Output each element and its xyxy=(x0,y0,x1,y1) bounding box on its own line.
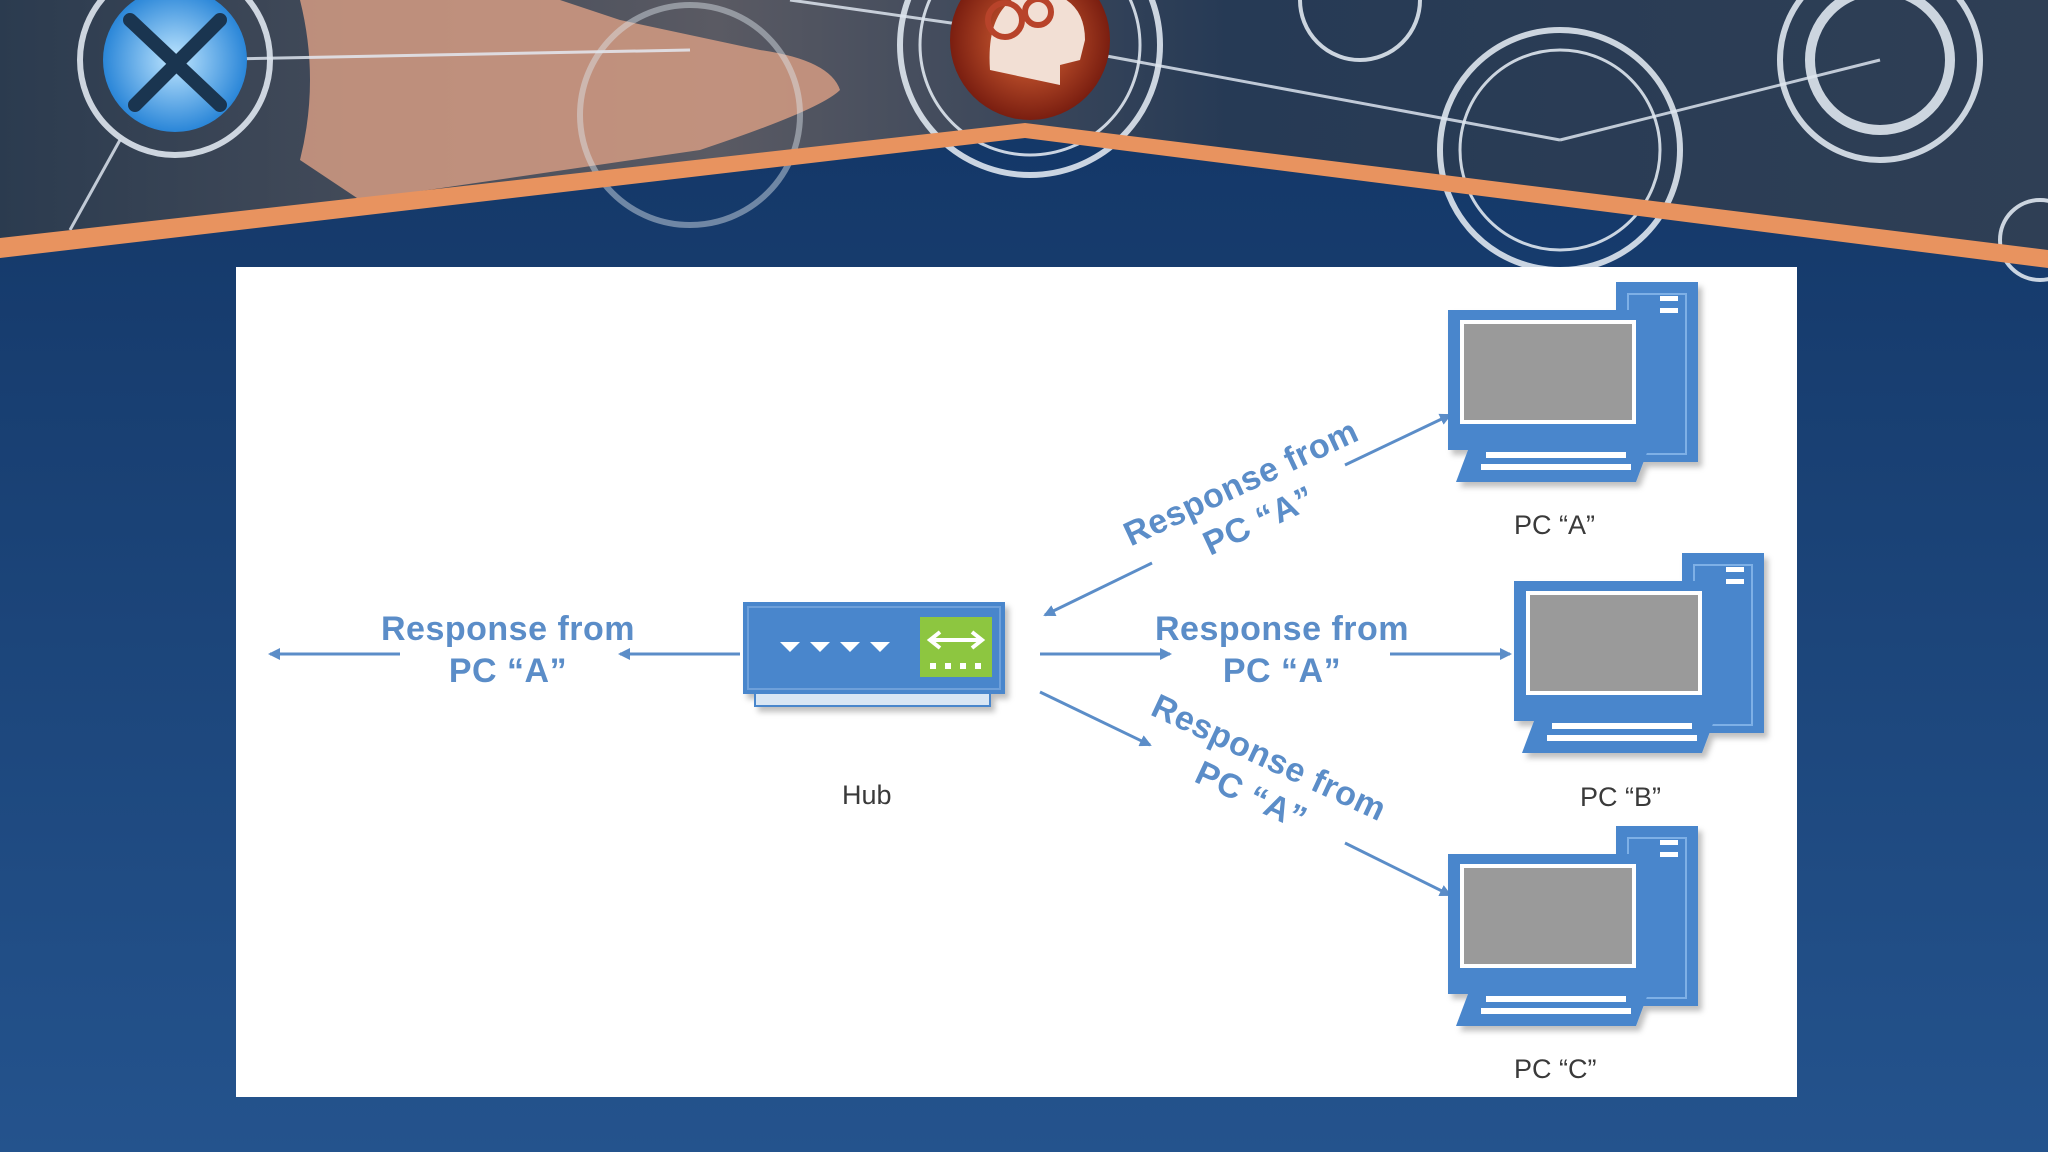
pc-b-label: PC “B” xyxy=(1580,782,1661,812)
arrow-to-c-outer xyxy=(1344,841,1452,897)
pc-c-label: PC “C” xyxy=(1514,1054,1597,1084)
arrow-to-a xyxy=(1344,413,1452,467)
edge-label-left: Response from PC “A” xyxy=(368,608,648,692)
computer-icon xyxy=(1448,826,1698,1026)
edge-label-to-b-line1: Response from xyxy=(1155,610,1409,648)
hand-shape xyxy=(300,0,840,200)
computer-icon xyxy=(1514,553,1764,753)
gear-head-icon xyxy=(950,0,1110,120)
edge-label-to-b: Response from PC “A” xyxy=(1142,608,1422,692)
computer-icon xyxy=(1448,282,1698,482)
arrow-to-c-inner xyxy=(1039,690,1152,747)
edge-label-left-line1: Response from xyxy=(381,610,635,648)
wrench-screwdriver-icon xyxy=(103,0,247,132)
edge-label-left-line2: PC “A” xyxy=(448,652,568,690)
hub-label: Hub xyxy=(842,780,892,810)
arrow-to-hub xyxy=(1043,561,1153,617)
pc-a-label: PC “A” xyxy=(1514,510,1595,540)
hub-icon xyxy=(743,602,1005,707)
edge-label-to-b-line2: PC “A” xyxy=(1222,652,1342,690)
